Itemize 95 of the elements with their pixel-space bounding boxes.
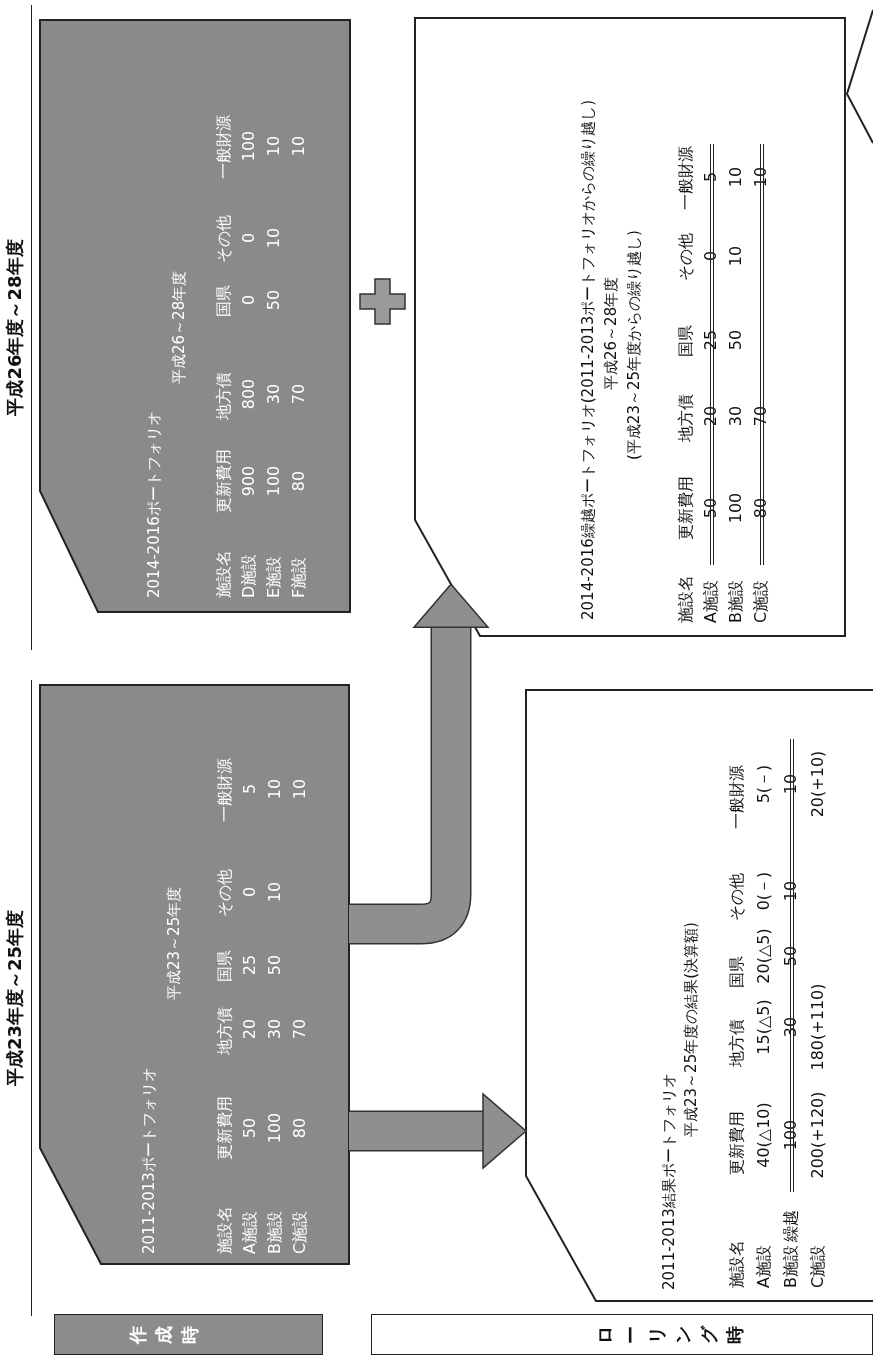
column-header: 国県 — [727, 956, 747, 988]
panel-title: 2011-2013結果ポートフォリオ — [660, 1073, 678, 1290]
column-header: その他 — [215, 869, 235, 917]
period-subtitle: 平成26～28年度 — [170, 270, 188, 384]
amount-value: 30 — [265, 1018, 285, 1040]
annotation-text: 繰越 — [781, 1210, 801, 1242]
row-header: C施設 — [751, 579, 771, 623]
amount-value: 10 — [265, 778, 285, 800]
row-header: B施設 — [265, 1211, 285, 1254]
column-header: 更新費用 — [727, 1111, 747, 1175]
amount-value: 80 — [289, 470, 309, 492]
amount-value: 10 — [264, 135, 284, 157]
panel-title: 2011-2013ポートフォリオ — [140, 1067, 158, 1254]
column-header: 更新費用 — [215, 1096, 235, 1160]
amount-value: 180(+110) — [808, 983, 828, 1071]
amount-value: 900 — [239, 465, 259, 497]
column-header: 地方債 — [214, 372, 234, 420]
block-arrow — [349, 1092, 528, 1170]
column-header: 地方債 — [676, 394, 696, 442]
amount-value: 5 — [240, 783, 260, 795]
portfolio-panel — [526, 690, 873, 1301]
column-header: その他 — [727, 873, 747, 921]
amount-value: 70 — [289, 383, 309, 405]
amount-value: 10 — [264, 227, 284, 249]
row-header: F施設 — [289, 556, 309, 598]
amount-value: 10 — [265, 881, 285, 903]
amount-value: 100 — [265, 1112, 285, 1144]
portfolio-panel — [40, 20, 350, 612]
column-header: 一般財源 — [727, 765, 747, 829]
column-header: 施設名 — [215, 1206, 235, 1254]
amount-value: 20 — [240, 1018, 260, 1040]
amount-value: 30 — [726, 405, 746, 427]
amount-value: 15(△5) — [754, 999, 774, 1055]
row-header: D施設 — [239, 553, 259, 598]
column-header: 一般財源 — [676, 146, 696, 210]
portfolio-panel — [415, 18, 845, 636]
column-header: 更新費用 — [676, 476, 696, 540]
amount-value: 200(+120) — [808, 1091, 828, 1179]
row-label: ローリング時 — [593, 1325, 746, 1345]
row-header: C施設 — [290, 1210, 310, 1254]
block-arrow — [349, 583, 490, 945]
amount-value: 10 — [289, 135, 309, 157]
row-header: A施設 — [701, 580, 721, 623]
period-subtitle: 平成26～28年度 — [602, 276, 620, 390]
column-header: 更新費用 — [214, 449, 234, 513]
amount-value: 30 — [264, 383, 284, 405]
amount-value: 0 — [239, 294, 259, 306]
amount-value: 25 — [240, 954, 260, 976]
amount-value: 20(+10) — [808, 750, 828, 818]
row-header: A施設 — [754, 1245, 774, 1288]
column-header: 国県 — [676, 325, 696, 357]
period-subtitle: (平成23～25年度からの繰り越し) — [625, 230, 643, 460]
row-header: B施設 — [781, 1245, 801, 1288]
amount-value: 0 — [240, 886, 260, 898]
column-header: 施設名 — [676, 575, 696, 623]
column-header: 地方債 — [215, 1007, 235, 1055]
amount-value: 40(△10) — [754, 1102, 774, 1168]
column-header: その他 — [676, 233, 696, 281]
amount-value: 50 — [264, 289, 284, 311]
panel-title: 2014-2016ポートフォリオ — [145, 411, 163, 598]
column-header: 一般財源 — [215, 758, 235, 822]
row-header: B施設 — [726, 580, 746, 623]
amount-value: 800 — [239, 378, 259, 410]
column-header: その他 — [214, 215, 234, 263]
amount-value: 20(△5) — [754, 928, 774, 984]
row-header: E施設 — [264, 555, 284, 598]
row-header: A施設 — [240, 1211, 260, 1254]
amount-value: 100 — [239, 130, 259, 162]
column-header: 施設名 — [727, 1240, 747, 1288]
period-subtitle: 平成23～25年度の結果(決算額) — [682, 922, 700, 1137]
amount-value: 70 — [290, 1018, 310, 1040]
row-label-box — [54, 1314, 323, 1355]
column-header: 国県 — [215, 950, 235, 982]
column-header: 施設名 — [214, 550, 234, 598]
amount-value: 50 — [240, 1117, 260, 1139]
amount-value: 80 — [290, 1117, 310, 1139]
amount-value: 10 — [726, 166, 746, 188]
column-header: 国県 — [214, 285, 234, 317]
amount-value: 100 — [264, 465, 284, 497]
period-subtitle: 平成23～25年度 — [165, 886, 183, 1000]
column-header: 地方債 — [727, 1019, 747, 1067]
amount-value: 5(－) — [754, 764, 774, 804]
amount-value: 0(－) — [754, 871, 774, 911]
column-header: 一般財源 — [214, 115, 234, 179]
row-header: C施設 — [808, 1244, 828, 1288]
amount-value: 0 — [239, 232, 259, 244]
panel-title: 2014-2016繰越ポートフォリオ(2011-2013ポートフォリオからの繰り越し) — [579, 99, 597, 620]
amount-value: 10 — [726, 245, 746, 267]
amount-value: 100 — [726, 492, 746, 524]
amount-value: 50 — [265, 954, 285, 976]
row-label: 作成時 — [126, 1325, 201, 1345]
row-label-box — [371, 1314, 873, 1355]
amount-value: 50 — [726, 329, 746, 351]
portfolio-panel — [40, 685, 349, 1264]
amount-value: 10 — [290, 778, 310, 800]
